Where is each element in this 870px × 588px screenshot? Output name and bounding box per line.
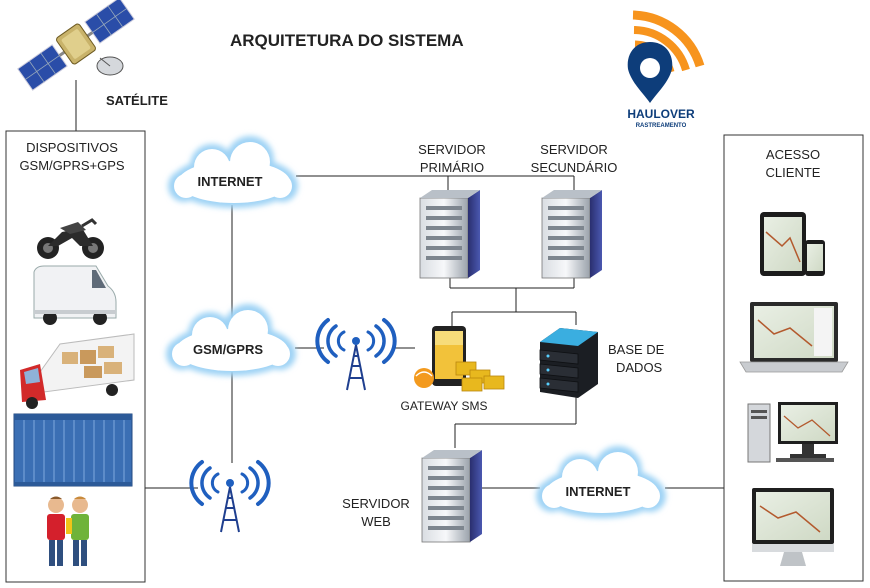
container-icon xyxy=(13,413,133,487)
truck-icon xyxy=(20,333,135,409)
gateway-sms-icon xyxy=(414,326,505,392)
devices-panel: DISPOSITIVOS GSM/GPRS+GPS xyxy=(5,130,146,583)
people-icon xyxy=(47,496,89,566)
cloud-gsm-gprs-label: GSM/GPRS xyxy=(193,342,263,357)
client-panel-title: ACESSO xyxy=(766,147,820,162)
desktop-tower-icon xyxy=(747,402,838,463)
location-pin-icon xyxy=(627,42,673,103)
van-icon xyxy=(33,265,117,325)
web-server-sublabel: WEB xyxy=(361,514,391,529)
devices-panel-title: DISPOSITIVOS xyxy=(26,140,118,155)
primary-server-label: SERVIDOR xyxy=(418,142,486,157)
cloud-internet-top: INTERNET xyxy=(168,136,298,208)
antenna-tower-icon xyxy=(315,318,397,391)
laptop-icon xyxy=(739,302,849,373)
secondary-server-label: SERVIDOR xyxy=(540,142,608,157)
web-server-icon xyxy=(421,450,482,543)
secondary-server-icon xyxy=(541,190,602,279)
brand-logo: HAULOVER RASTREAMENTO xyxy=(627,10,705,129)
satellite-label: SATÉLITE xyxy=(106,93,168,108)
client-panel-subtitle: CLIENTE xyxy=(766,165,821,180)
connection-lines xyxy=(75,80,724,489)
diagram-title: ARQUITETURA DO SISTEMA xyxy=(230,31,464,50)
brand-tagline: RASTREAMENTO xyxy=(636,123,687,129)
secondary-server-sublabel: SECUNDÁRIO xyxy=(531,160,618,175)
monitor-icon xyxy=(752,488,834,566)
cloud-internet-bottom: INTERNET xyxy=(536,446,666,518)
database-label: BASE DE xyxy=(608,342,665,357)
antenna-tower-icon xyxy=(189,460,271,533)
client-panel: ACESSO CLIENTE xyxy=(723,134,864,582)
primary-server-sublabel: PRIMÁRIO xyxy=(420,160,484,175)
devices-panel-subtitle: GSM/GPRS+GPS xyxy=(19,158,124,173)
primary-server-icon xyxy=(419,190,480,279)
cloud-internet-top-label: INTERNET xyxy=(198,174,263,189)
tablet-phone-icon xyxy=(760,212,825,276)
database-icon xyxy=(539,328,598,398)
cloud-internet-bottom-label: INTERNET xyxy=(566,484,631,499)
brand-name: HAULOVER xyxy=(627,107,695,121)
cloud-gsm-gprs: GSM/GPRS xyxy=(166,304,296,376)
database-sublabel: DADOS xyxy=(616,360,663,375)
web-server-label: SERVIDOR xyxy=(342,496,410,511)
gateway-sms-label: GATEWAY SMS xyxy=(401,399,488,413)
satellite-icon xyxy=(17,0,135,91)
motorcycle-icon xyxy=(37,218,104,259)
